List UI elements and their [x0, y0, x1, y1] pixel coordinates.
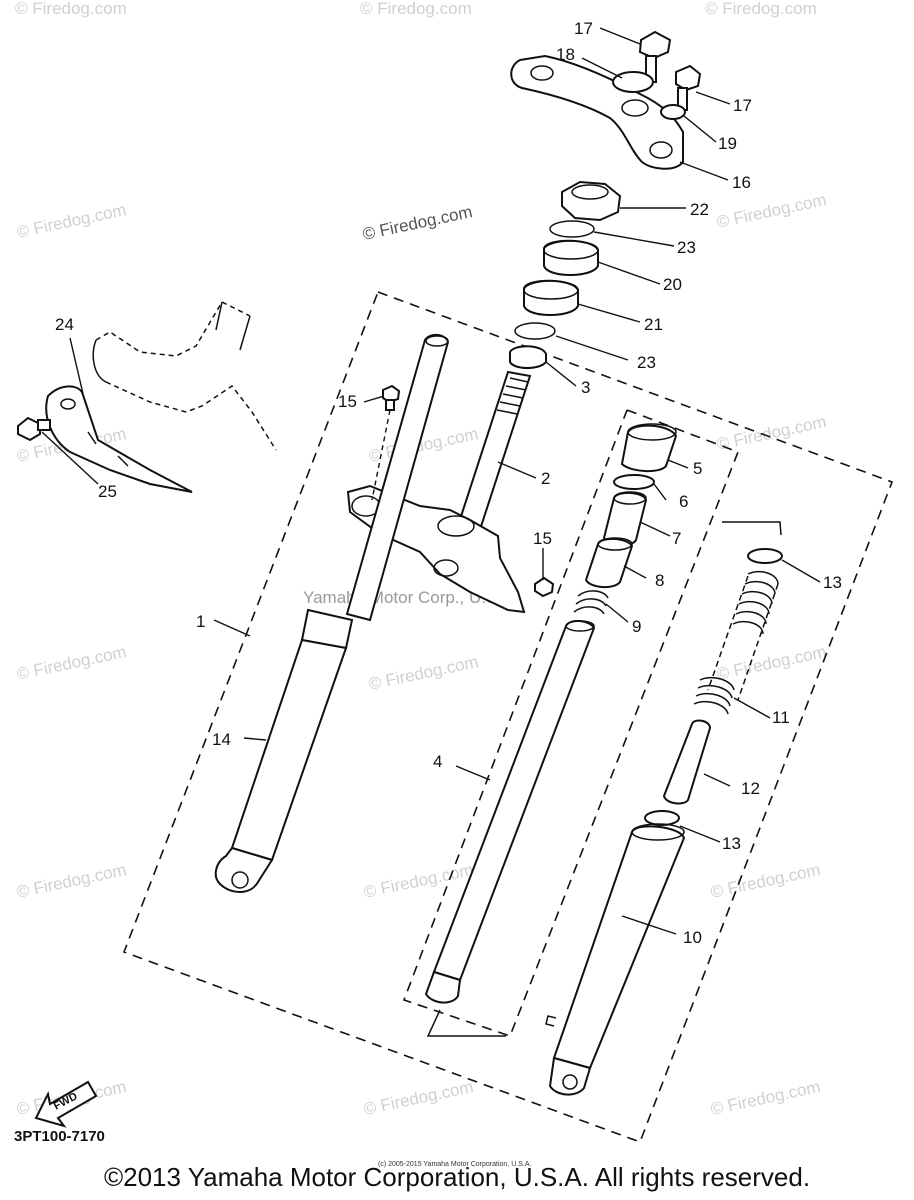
copyright-notice: ©2013 Yamaha Motor Corporation, U.S.A. A… [103, 1162, 811, 1192]
watermark: © Firedog.com [709, 860, 822, 902]
washer-part [660, 104, 686, 120]
o-ring-part [514, 322, 556, 340]
watermark: © Firedog.com [15, 642, 128, 684]
callout-19: 19 [718, 134, 737, 153]
callout-25: 25 [98, 482, 117, 501]
circlip-part [644, 810, 680, 826]
callout-5: 5 [693, 459, 702, 478]
callout-8: 8 [655, 571, 664, 590]
watermark: © Firedog.com [15, 860, 128, 902]
callout-labels: 17 18 17 19 16 22 23 20 21 23 3 15 5 2 6… [55, 19, 842, 947]
callout-20: 20 [663, 275, 682, 294]
oil-seal-part [620, 423, 678, 472]
forward-arrow-icon: FWD [34, 1080, 98, 1128]
watermark-layer: © Firedog.com © Firedog.com © Firedog.co… [15, 0, 828, 1119]
right-fork-part [545, 823, 686, 1096]
ring-nut-part [561, 180, 622, 222]
callout-13: 13 [722, 834, 741, 853]
callout-21: 21 [644, 315, 663, 334]
callout-7: 7 [672, 529, 681, 548]
callout-18: 18 [556, 45, 575, 64]
callout-23: 23 [677, 238, 696, 257]
bushing-part [602, 491, 648, 546]
bushing-part [584, 537, 634, 588]
watermark: © Firedog.com [15, 0, 127, 18]
callout-4: 4 [433, 752, 442, 771]
callout-14: 14 [212, 730, 231, 749]
watermark: © Firedog.com [362, 860, 475, 902]
upper-bracket-part [510, 54, 684, 170]
grommet-part [17, 416, 51, 442]
callout-15: 15 [533, 529, 552, 548]
center-watermark: © Firedog.com [361, 202, 474, 244]
o-ring-part [549, 220, 595, 238]
callout-9: 9 [632, 617, 641, 636]
guard-part [45, 301, 277, 493]
assembly-boundaries [122, 291, 894, 1144]
bolt-part [638, 30, 702, 111]
bearing-race-part [523, 279, 579, 316]
callout-17: 17 [733, 96, 752, 115]
washer-part [612, 71, 654, 93]
spacer-part [662, 719, 712, 805]
callout-24: 24 [55, 315, 74, 334]
clip-part [613, 474, 655, 490]
watermark: © Firedog.com [360, 0, 472, 18]
callout-3: 3 [581, 378, 590, 397]
watermark: © Firedog.com [715, 190, 828, 232]
callout-15: 15 [338, 392, 357, 411]
watermark: © Firedog.com [705, 0, 817, 18]
leader-lines [41, 27, 821, 935]
diagram-reference-code: 3PT100-7170 [14, 1128, 105, 1145]
cap-part [509, 345, 547, 369]
watermark: © Firedog.com [709, 1077, 822, 1119]
callout-6: 6 [679, 492, 688, 511]
callout-17: 17 [574, 19, 593, 38]
callout-22: 22 [690, 200, 709, 219]
callout-11: 11 [772, 708, 790, 727]
bearing-race-part [543, 239, 599, 276]
callout-23: 23 [637, 353, 656, 372]
bracket-11 [722, 521, 782, 536]
spring-part [693, 570, 779, 715]
callout-16: 16 [732, 173, 751, 192]
watermark: © Firedog.com [715, 412, 828, 454]
circlip-part [747, 548, 783, 564]
left-fork-part [214, 334, 450, 893]
callout-13: 13 [823, 573, 842, 592]
inner-tube-part [424, 620, 596, 1004]
small-copyright-note: (c) 2005-2015 Yamaha Motor Corporation, … [378, 1161, 532, 1168]
watermark: © Firedog.com [15, 200, 128, 242]
watermark: © Firedog.com [715, 642, 828, 684]
callout-1: 1 [196, 612, 205, 631]
callout-2: 2 [541, 469, 550, 488]
watermark: © Firedog.com [362, 1077, 475, 1119]
bracket-lower [426, 1009, 506, 1037]
fork-assembly-boundary [122, 291, 894, 1144]
callout-10: 10 [683, 928, 702, 947]
dust-seal-part [573, 590, 609, 615]
watermark: © Firedog.com [367, 652, 480, 694]
callout-12: 12 [741, 779, 760, 798]
small-bolt-part [382, 384, 555, 598]
